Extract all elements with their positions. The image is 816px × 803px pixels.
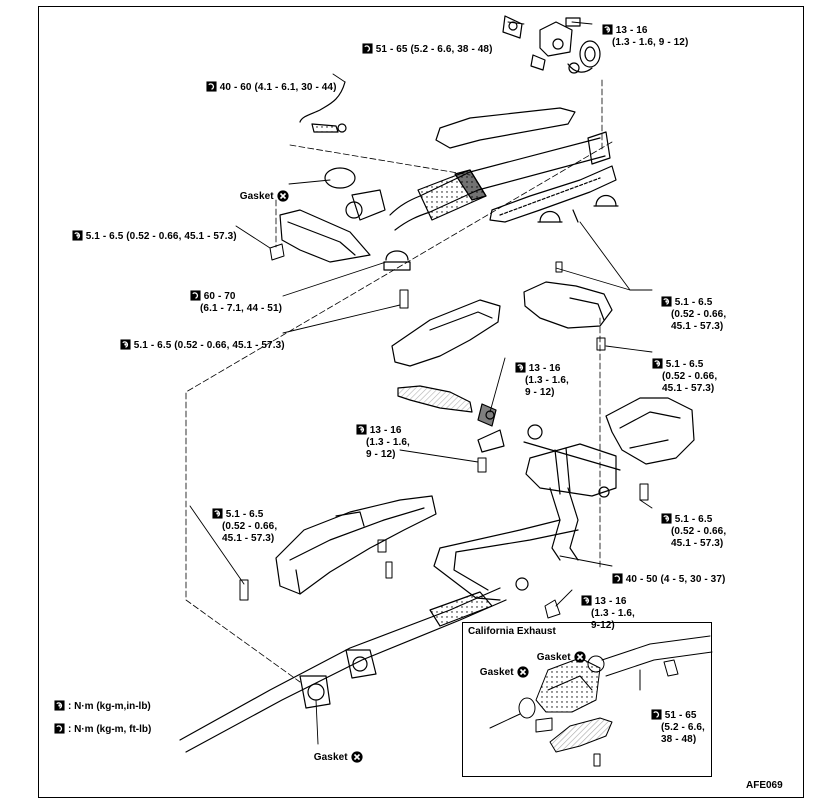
torque-spec-t13: 40 - 50 (4 - 5, 30 - 37) (606, 561, 725, 586)
torque-in-lb-icon (661, 513, 672, 524)
torque-in-lb-icon (515, 362, 526, 373)
torque-ft-lb-icon (612, 573, 623, 584)
torque-spec-t7: 5.1 - 6.5(0.52 - 0.66,45.1 - 57.3) (655, 284, 726, 333)
inset-title: California Exhaust (468, 626, 556, 637)
upper-clamps (383, 194, 619, 271)
assembly-outline (185, 79, 613, 683)
diagram-frame (38, 6, 804, 798)
california-exhaust-inset: California Exhaust (462, 622, 712, 777)
leader-lines (189, 21, 653, 745)
gasket-replace-icon (351, 751, 363, 763)
torque-spec-t14: 13 - 16(1.3 - 1.6,9-12) (575, 583, 635, 632)
oxygen-sensor (299, 81, 347, 133)
torque-in-lb-icon (581, 595, 592, 606)
mid-heat-shield (391, 299, 501, 413)
center-heat-shield (523, 281, 695, 465)
front-exhaust-pipe (279, 131, 611, 263)
gasket-label-inset-1: Gasket (531, 639, 586, 664)
torque-spec-t2: 13 - 16(1.3 - 1.6, 9 - 12) (596, 12, 688, 49)
torque-in-lb-icon (72, 230, 83, 241)
torque-spec-t3: 40 - 60 (4.1 - 6.1, 30 - 44) (200, 69, 337, 94)
gasket-replace-icon (277, 190, 289, 202)
legend-item-in-lb: : N·m (kg-m,in-lb) (54, 700, 151, 712)
torque-in-lb-icon (652, 358, 663, 369)
torque-ft-lb-icon (651, 709, 662, 720)
torque-in-lb-icon (120, 339, 131, 350)
torque-spec-t10: 13 - 16(1.3 - 1.6,9 - 12) (350, 412, 410, 461)
gasket-replace-icon (574, 651, 586, 663)
upper-heat-shields (435, 107, 617, 223)
gasket-label-front: Gasket (234, 178, 289, 203)
torque-spec-t8: 13 - 16(1.3 - 1.6,9 - 12) (509, 350, 569, 399)
rear-pipe (179, 577, 529, 753)
torque-spec-t11: 5.1 - 6.5(0.52 - 0.66,45.1 - 57.3) (206, 496, 277, 545)
catalytic-converter (525, 443, 617, 498)
torque-in-lb-icon (602, 24, 613, 35)
torque-spec-t15: 51 - 65(5.2 - 6.6,38 - 48) (645, 697, 705, 746)
front-flange-bracket (502, 15, 601, 74)
legend-item-ft-lb: : N·m (kg-m, ft-lb) (54, 723, 151, 735)
torque-spec-t12: 5.1 - 6.5(0.52 - 0.66,45.1 - 57.3) (655, 501, 726, 550)
torque-in-lb-icon (661, 296, 672, 307)
figure-id: AFE069 (746, 780, 783, 791)
torque-ft-lb-icon (190, 290, 201, 301)
inset-parts (489, 635, 713, 767)
torque-ft-lb-icon (54, 723, 65, 734)
lower-heat-shield (275, 495, 437, 595)
gasket-label-inset-2: Gasket (474, 654, 529, 679)
torque-spec-t1: 51 - 65 (5.2 - 6.6, 38 - 48) (356, 31, 493, 56)
torque-spec-t5: 60 - 70(6.1 - 7.1, 44 - 51) (184, 278, 282, 315)
torque-ft-lb-icon (362, 43, 373, 54)
center-hangers (477, 403, 621, 471)
center-pipe (433, 487, 579, 601)
front-gasket (324, 167, 356, 189)
torque-ft-lb-icon (206, 81, 217, 92)
torque-in-lb-icon (212, 508, 223, 519)
torque-in-lb-icon (356, 424, 367, 435)
torque-spec-t9: 5.1 - 6.5(0.52 - 0.66,45.1 - 57.3) (646, 346, 717, 395)
torque-spec-t4: 5.1 - 6.5 (0.52 - 0.66, 45.1 - 57.3) (66, 218, 237, 243)
bolts (239, 243, 649, 619)
gasket-label-rear: Gasket (308, 739, 363, 764)
gasket-replace-icon (517, 666, 529, 678)
torque-in-lb-icon (54, 700, 65, 711)
rear-flange (299, 649, 377, 709)
torque-spec-t6: 5.1 - 6.5 (0.52 - 0.66, 45.1 - 57.3) (114, 327, 285, 352)
